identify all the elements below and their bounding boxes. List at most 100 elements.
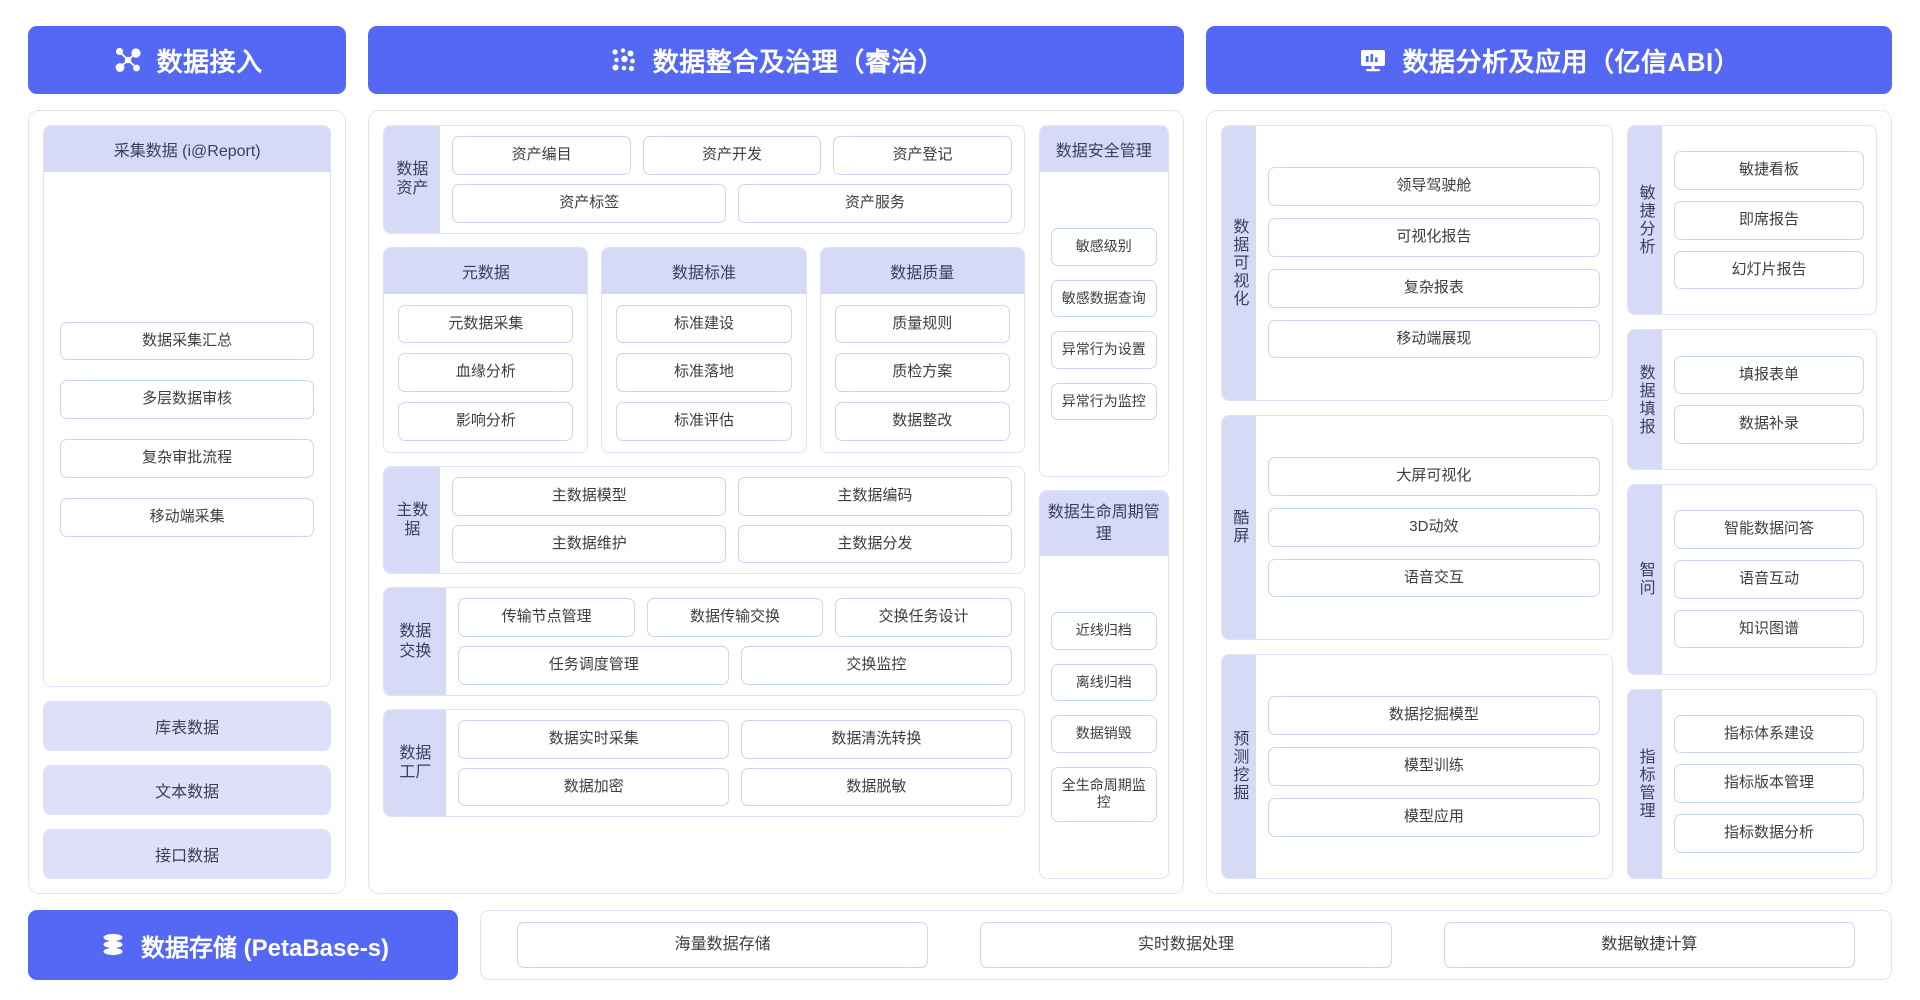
block-interface-data[interactable]: 接口数据 [43, 829, 332, 879]
list-item[interactable]: 数据整改 [834, 402, 1010, 441]
list-item[interactable]: 敏感数据查询 [1050, 279, 1157, 318]
list-item[interactable]: 即席报告 [1673, 200, 1864, 240]
list-item[interactable]: 指标版本管理 [1673, 764, 1864, 804]
storage-badge[interactable]: 数据存储 (PetaBase-s) [28, 910, 458, 980]
section-body: 智能数据问答 语音互动 知识图谱 [1662, 485, 1876, 673]
list-item[interactable]: 填报表单 [1673, 355, 1864, 395]
list-item[interactable]: 复杂审批流程 [60, 439, 315, 478]
list-item[interactable]: 知识图谱 [1673, 609, 1864, 649]
list-item[interactable]: 资产标签 [452, 183, 727, 223]
list-item[interactable]: 资产开发 [642, 136, 822, 175]
list-item[interactable]: 血缘分析 [398, 353, 574, 392]
section-body: 传输节点管理 数据传输交换 交换任务设计 任务调度管理 交换监控 [446, 588, 1023, 695]
item-row: 资产标签 资产服务 [452, 183, 1012, 223]
list-item[interactable]: 幻灯片报告 [1673, 250, 1864, 290]
list-item[interactable]: 数据传输交换 [646, 598, 824, 637]
list-item[interactable]: 语音交互 [1267, 558, 1600, 598]
list-item[interactable]: 复杂报表 [1267, 268, 1600, 308]
card-title: 数据安全管理 [1039, 126, 1168, 172]
item-row: 主数据维护 主数据分发 [452, 524, 1012, 564]
list-item[interactable]: 标准建设 [616, 304, 792, 344]
item-row: 数据实时采集 数据清洗转换 [458, 719, 1012, 759]
header-data-analysis[interactable]: 数据分析及应用（亿信ABI） [1205, 26, 1892, 94]
block-table-data[interactable]: 库表数据 [43, 701, 332, 751]
list-item[interactable]: 智能数据问答 [1673, 510, 1864, 549]
list-item[interactable]: 数据销毁 [1050, 715, 1157, 753]
list-item[interactable]: 标准落地 [616, 353, 792, 392]
list-item[interactable]: 交换任务设计 [835, 598, 1012, 637]
list-item[interactable]: 传输节点管理 [458, 598, 635, 637]
card-data-security: 数据安全管理 敏感级别 敏感数据查询 异常行为设置 异常行为监控 [1038, 125, 1169, 478]
storage-title: 数据存储 (PetaBase-s) [140, 934, 390, 962]
item-row: 数据加密 数据脱敏 [458, 767, 1012, 807]
list-item[interactable]: 主数据编码 [738, 476, 1012, 516]
list-item[interactable]: 数据脱敏 [741, 767, 1012, 807]
list-item[interactable]: 敏捷看板 [1673, 151, 1864, 190]
list-item[interactable]: 离线归档 [1050, 663, 1157, 702]
column-data-ingest: 采集数据 (i@Report) 数据采集汇总 多层数据审核 复杂审批流程 移动端… [28, 110, 347, 894]
list-item[interactable]: 指标数据分析 [1673, 814, 1864, 853]
list-item[interactable]: 模型训练 [1267, 747, 1600, 786]
list-item[interactable]: 资产编目 [452, 136, 631, 175]
list-item[interactable]: 异常行为设置 [1050, 331, 1157, 369]
list-item[interactable]: 任务调度管理 [458, 646, 730, 685]
list-item[interactable]: 模型应用 [1267, 797, 1600, 837]
list-item[interactable]: 影响分析 [398, 402, 574, 441]
list-item[interactable]: 标准评估 [616, 402, 792, 441]
section-body: 大屏可视化 3D动效 语音交互 [1256, 416, 1612, 639]
list-item[interactable]: 交换监控 [741, 646, 1012, 685]
section-body: 敏捷看板 即席报告 幻灯片报告 [1662, 126, 1876, 314]
list-item[interactable]: 移动端采集 [60, 497, 315, 537]
list-item[interactable]: 语音互动 [1673, 559, 1864, 599]
card-title: 数据标准 [602, 247, 806, 294]
list-item[interactable]: 数据清洗转换 [741, 719, 1012, 759]
list-item[interactable]: 质检方案 [834, 353, 1010, 392]
list-item[interactable]: 异常行为监控 [1050, 382, 1157, 421]
list-item[interactable]: 质量规则 [834, 304, 1010, 344]
storage-items: 海量数据存储 实时数据处理 数据敏捷计算 [480, 910, 1892, 980]
list-item[interactable]: 元数据采集 [398, 304, 574, 344]
list-item[interactable]: 主数据模型 [452, 476, 727, 516]
section-data-visualization: 数据可视化 领导驾驶舱 可视化报告 复杂报表 移动端展现 [1220, 125, 1613, 401]
list-item[interactable]: 数据加密 [458, 767, 730, 807]
header-data-ingest[interactable]: 数据接入 [28, 26, 347, 94]
list-item[interactable]: 领导驾驶舱 [1267, 167, 1600, 207]
list-item[interactable]: 数据实时采集 [458, 719, 730, 759]
list-item[interactable]: 全生命周期监控 [1050, 766, 1157, 822]
header-title: 数据接入 [156, 46, 263, 77]
list-item[interactable]: 敏感级别 [1050, 228, 1157, 266]
list-item[interactable]: 3D动效 [1267, 507, 1600, 547]
list-item[interactable]: 主数据维护 [452, 524, 727, 564]
list-item[interactable]: 移动端展现 [1267, 319, 1600, 359]
section-body: 填报表单 数据补录 [1662, 330, 1876, 469]
list-item[interactable]: 海量数据存储 [517, 922, 929, 968]
list-item[interactable]: 资产服务 [738, 183, 1012, 223]
list-item[interactable]: 指标体系建设 [1673, 714, 1864, 754]
list-item[interactable]: 资产登记 [833, 136, 1012, 175]
section-label: 主数据 [384, 466, 441, 574]
section-label: 数据交换 [384, 588, 447, 695]
section-label: 指标管理 [1627, 689, 1662, 878]
list-item[interactable]: 近线归档 [1050, 612, 1157, 650]
section-data-asset: 数据资产 资产编目 资产开发 资产登记 资产标签 资产服务 [383, 125, 1025, 234]
analysis-right-pane: 敏捷分析 敏捷看板 即席报告 幻灯片报告 数据填报 填报表单 数据补录 智问 [1626, 125, 1877, 879]
section-body: 领导驾驶舱 可视化报告 复杂报表 移动端展现 [1256, 126, 1612, 400]
list-item[interactable]: 可视化报告 [1267, 218, 1600, 257]
section-agile-analysis: 敏捷分析 敏捷看板 即席报告 幻灯片报告 [1626, 125, 1877, 316]
monitor-chart-icon [1357, 44, 1389, 76]
list-item[interactable]: 数据补录 [1673, 405, 1864, 445]
section-label: 预测挖掘 [1221, 654, 1256, 878]
item-row: 资产编目 资产开发 资产登记 [452, 136, 1012, 175]
list-item[interactable]: 主数据分发 [738, 524, 1012, 564]
list-item[interactable]: 大屏可视化 [1267, 457, 1600, 496]
section-label: 数据资产 [384, 126, 441, 233]
list-item[interactable]: 数据采集汇总 [60, 321, 315, 361]
header-data-governance[interactable]: 数据整合及治理（睿治） [368, 26, 1184, 94]
list-item[interactable]: 数据挖掘模型 [1267, 696, 1600, 736]
list-item[interactable]: 数据敏捷计算 [1443, 922, 1855, 968]
card-body: 近线归档 离线归档 数据销毁 全生命周期监控 [1040, 556, 1168, 878]
list-item[interactable]: 多层数据审核 [60, 380, 315, 419]
card-metadata: 元数据 元数据采集 血缘分析 影响分析 [383, 246, 589, 453]
block-text-data[interactable]: 文本数据 [43, 765, 332, 815]
list-item[interactable]: 实时数据处理 [980, 922, 1392, 968]
